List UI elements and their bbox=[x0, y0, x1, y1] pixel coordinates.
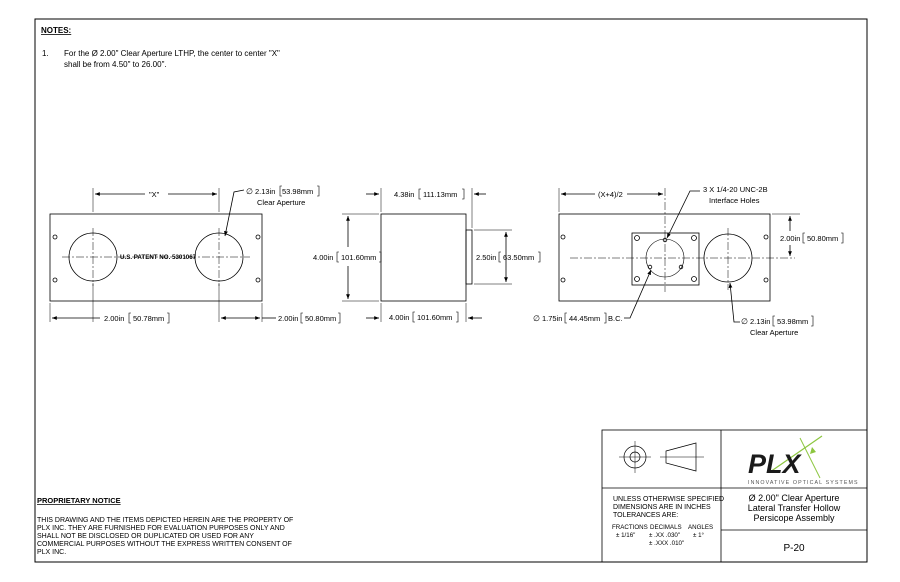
plx-logo-icon: PLX INNOVATIVE OPTICAL SYSTEMS bbox=[748, 435, 859, 486]
sheet-border bbox=[34, 18, 868, 563]
proprietary-line-3: SHALL NOT BE DISCLOSED OR DUPLICATED OR … bbox=[37, 533, 254, 540]
bc-dim-mm: 44.45mm bbox=[569, 314, 600, 323]
tolerance-line-1: UNLESS OTHERWISE SPECIFIED bbox=[613, 496, 724, 503]
left-dim-bottom-right: 2.00in bbox=[278, 314, 298, 323]
right-dim-side-mm: 50.80mm bbox=[807, 234, 838, 243]
left-aperture-dia: 2.13in bbox=[255, 187, 275, 196]
drawing-title-line-3: Persicope Assembly bbox=[753, 513, 835, 523]
drawing-title-line-2: Lateral Transfer Hollow bbox=[748, 503, 841, 513]
middle-dim-top: 4.38in bbox=[394, 190, 414, 199]
middle-dim-height: 4.00in bbox=[313, 253, 333, 262]
left-dim-x: "X" bbox=[149, 190, 160, 199]
left-aperture-dia-symbol: ∅ bbox=[246, 187, 253, 196]
middle-dim-port-mm: 63.50mm bbox=[503, 253, 534, 262]
proprietary-line-1: THIS DRAWING AND THE ITEMS DEPICTED HERE… bbox=[37, 517, 293, 524]
right-aperture-dia: 2.13in bbox=[750, 317, 770, 326]
note-line-1: For the Ø 2.00" Clear Aperture LTHP, the… bbox=[64, 49, 280, 58]
proprietary-heading: PROPRIETARY NOTICE bbox=[37, 496, 121, 505]
interface-holes-line-1: 3 X 1/4-20 UNC-2B bbox=[703, 185, 768, 194]
projection-symbol-icon bbox=[619, 441, 704, 473]
tolerance-head-angles: ANGLES bbox=[688, 524, 713, 531]
proprietary-line-5: PLX INC. bbox=[37, 549, 66, 556]
tolerance-angles: ± 1° bbox=[693, 532, 705, 539]
right-aperture-dia-mm: 53.98mm bbox=[777, 317, 808, 326]
proprietary-line-4: COMMERCIAL PURPOSES WITHOUT THE EXPRESS … bbox=[37, 541, 292, 548]
note-number: 1. bbox=[42, 49, 49, 58]
drawing-title-line-1: Ø 2.00" Clear Aperture bbox=[749, 493, 840, 503]
interface-holes-line-2: Interface Holes bbox=[709, 196, 760, 205]
middle-dim-port: 2.50in bbox=[476, 253, 496, 262]
left-view-body bbox=[49, 213, 263, 302]
logo-text: PLX bbox=[748, 449, 803, 479]
bc-suffix: B.C. bbox=[608, 314, 623, 323]
notes-heading: NOTES: bbox=[41, 26, 71, 35]
tolerance-head-decimals: DECIMALS bbox=[650, 524, 682, 531]
patent-number: U.S. PATENT NO. 5301067 bbox=[120, 254, 197, 261]
tolerance-fractions: ± 1/16" bbox=[616, 532, 635, 539]
middle-dim-height-mm: 101.60mm bbox=[341, 253, 376, 262]
middle-dim-top-mm: 111.13mm bbox=[423, 190, 457, 199]
left-dim-bottom-left: 2.00in bbox=[104, 314, 124, 323]
right-dim-side: 2.00in bbox=[780, 234, 800, 243]
middle-view bbox=[342, 188, 512, 322]
right-view-body bbox=[558, 213, 771, 302]
middle-view-port bbox=[465, 229, 473, 285]
tolerance-head-fractions: FRACTIONS bbox=[612, 524, 648, 531]
left-aperture-label: Clear Aperture bbox=[257, 198, 305, 207]
note-line-2: shall be from 4.50" to 26.00". bbox=[64, 60, 167, 69]
tolerance-line-3: TOLERANCES ARE: bbox=[613, 512, 678, 519]
tolerance-decimals-xxx: ± .XXX .010" bbox=[649, 540, 684, 547]
interface-plate bbox=[631, 232, 700, 286]
proprietary-line-2: PLX INC. THEY ARE FURNISHED FOR EVALUATI… bbox=[37, 525, 285, 532]
bc-dim: 1.75in bbox=[542, 314, 562, 323]
right-dim-top: (X+4)/2 bbox=[598, 190, 623, 199]
right-view bbox=[558, 188, 800, 323]
middle-view-body bbox=[380, 213, 467, 302]
middle-dim-bottom-mm: 101.60mm bbox=[417, 313, 452, 322]
tolerance-decimals-xx: ± .XX .030" bbox=[649, 532, 680, 539]
left-dim-bottom-right-mm: 50.80mm bbox=[305, 314, 336, 323]
tolerance-line-2: DIMENSIONS ARE IN INCHES bbox=[613, 504, 711, 511]
drawing-number: P-20 bbox=[783, 543, 805, 554]
left-aperture-bracket bbox=[279, 185, 320, 197]
middle-dim-bottom: 4.00in bbox=[389, 313, 409, 322]
left-view bbox=[49, 188, 276, 322]
title-block bbox=[601, 429, 868, 563]
left-dim-bottom-left-mm: 50.78mm bbox=[133, 314, 164, 323]
logo-tagline: INNOVATIVE OPTICAL SYSTEMS bbox=[748, 480, 859, 486]
bc-dia-symbol: ∅ bbox=[533, 314, 540, 323]
right-aperture-label: Clear Aperture bbox=[750, 328, 798, 337]
right-aperture-dia-symbol: ∅ bbox=[741, 317, 748, 326]
left-aperture-dia-mm: 53.98mm bbox=[282, 187, 313, 196]
